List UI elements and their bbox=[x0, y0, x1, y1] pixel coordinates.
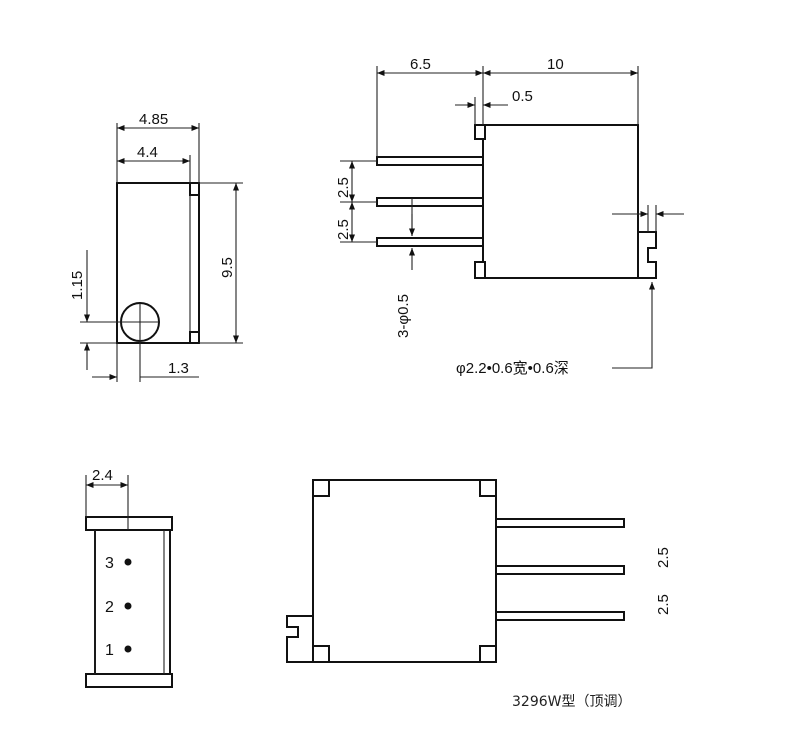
top-pin-1 bbox=[495, 518, 625, 528]
dim-height: 9.5 bbox=[219, 257, 236, 278]
front-pin-1 bbox=[376, 156, 484, 166]
dim-pin-pitch-1: 2.5 bbox=[335, 177, 352, 198]
side-view: 4.85 4.4 9.5 1.15 1.3 bbox=[69, 111, 243, 382]
pin-label-1: 1 bbox=[105, 642, 114, 659]
slot-note: φ2.2•0.6宽•0.6深 bbox=[456, 360, 569, 377]
dim-pin-to-body: 6.5 bbox=[410, 56, 431, 73]
top-view: 2.5 2.5 bbox=[286, 479, 672, 663]
front-body bbox=[482, 124, 639, 279]
pin-label-2: 2 bbox=[105, 599, 114, 616]
model-caption: 3296W型（顶调） bbox=[512, 694, 631, 710]
pin-dot-3 bbox=[124, 558, 132, 566]
dim-body-depth: 10 bbox=[547, 56, 564, 73]
dim-width-inner: 4.4 bbox=[137, 144, 158, 161]
dim-pitch-2: 2.5 bbox=[655, 594, 672, 615]
front-pin-3 bbox=[376, 237, 484, 247]
top-pin-3 bbox=[495, 611, 625, 621]
top-body bbox=[312, 479, 497, 663]
front-pin-2 bbox=[376, 197, 484, 207]
pin-label-3: 3 bbox=[105, 555, 114, 572]
adjust-knob-icon bbox=[120, 302, 160, 342]
dim-lip: 0.5 bbox=[512, 88, 533, 105]
dim-pin-dia: 3-φ0.5 bbox=[395, 294, 412, 338]
dim-pin-offset: 2.4 bbox=[92, 467, 113, 484]
dim-pin-pitch-2: 2.5 bbox=[335, 219, 352, 240]
front-view: 6.5 10 0.5 2.5 2.5 3-φ0.5 φ2.2•0.6宽•0.6深 bbox=[335, 56, 684, 377]
dim-width-outer: 4.85 bbox=[139, 111, 168, 128]
dim-knob-x: 1.3 bbox=[168, 360, 189, 377]
top-pin-2 bbox=[495, 565, 625, 575]
pin-dot-2 bbox=[124, 602, 132, 610]
dim-pitch-1: 2.5 bbox=[655, 547, 672, 568]
dim-knob-offset: 1.15 bbox=[69, 271, 86, 300]
end-view: 2.4 3 2 1 bbox=[85, 467, 173, 688]
pin-dot-1 bbox=[124, 645, 132, 653]
